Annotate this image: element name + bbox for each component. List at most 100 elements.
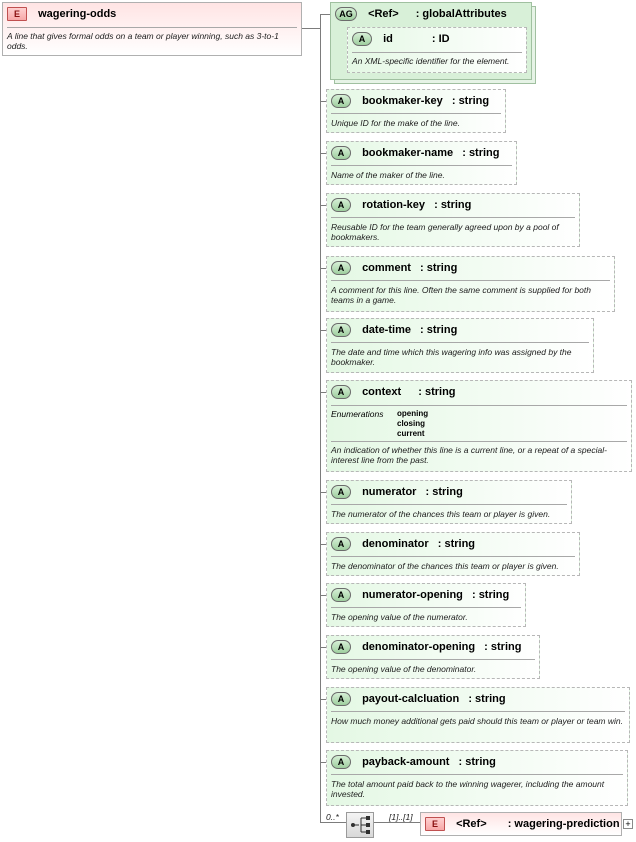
attribute-separator: [331, 607, 521, 608]
attribute-separator: [331, 113, 501, 114]
attribute-group-box[interactable]: AG <Ref> : globalAttributes A id : ID An…: [330, 2, 532, 80]
spine-to-numerator: [320, 492, 330, 493]
root-element-box[interactable]: E wagering-odds A line that gives formal…: [2, 2, 302, 56]
element-icon: E: [425, 817, 445, 831]
spine-to-payback-amount: [320, 762, 330, 763]
sequence-to-child: [374, 822, 420, 823]
attribute-icon: A: [331, 588, 351, 602]
attribute-separator: [331, 280, 610, 281]
attribute-icon: A: [331, 485, 351, 499]
attribute-separator: [331, 659, 535, 660]
attribute-header: A denominator : string: [331, 537, 475, 551]
attribute-comment-box[interactable]: A comment : string A comment for this li…: [326, 256, 615, 312]
attribute-bookmaker-key-box[interactable]: A bookmaker-key : string Unique ID for t…: [326, 89, 506, 133]
attribute-denominator-box[interactable]: A denominator : string The denominator o…: [326, 532, 580, 576]
attribute-context-box[interactable]: A context : string Enumerations opening …: [326, 380, 632, 472]
attribute-description: Name of the maker of the line.: [331, 170, 445, 180]
attribute-header: A numerator-opening : string: [331, 588, 509, 602]
attribute-header: A denominator-opening : string: [331, 640, 521, 654]
attribute-name: denominator-opening: [362, 641, 476, 653]
attribute-type: : string: [418, 386, 456, 398]
attribute-id-type: : ID: [431, 33, 450, 45]
sequence-inner-cardinality: [1]..[1]: [389, 812, 413, 822]
expand-button[interactable]: +: [623, 819, 633, 829]
attribute-type: : string: [471, 589, 510, 601]
attribute-name: payback-amount: [362, 756, 450, 768]
attribute-id-box[interactable]: A id : ID An XML-specific identifier for…: [347, 27, 527, 73]
attribute-icon: A: [352, 32, 372, 46]
attribute-type: : string: [420, 262, 458, 274]
attribute-type: : string: [468, 693, 506, 705]
attribute-payback-amount-box[interactable]: A payback-amount : string The total amou…: [326, 750, 628, 806]
attribute-icon: A: [331, 692, 351, 706]
attribute-numerator-box[interactable]: A numerator : string The numerator of th…: [326, 480, 572, 524]
attribute-description: A comment for this line. Often the same …: [331, 285, 591, 305]
attribute-id-separator: [352, 52, 522, 53]
attribute-denominator-opening-box[interactable]: A denominator-opening : string The openi…: [326, 635, 540, 679]
enumerations-label: Enumerations: [331, 409, 384, 419]
attribute-description: How much money additional gets paid shou…: [331, 716, 623, 726]
attribute-name: comment: [362, 262, 411, 274]
attribute-separator: [331, 217, 575, 218]
attribute-description: Unique ID for the make of the line.: [331, 118, 460, 128]
attribute-type: : string: [437, 538, 476, 550]
attribute-header: A comment : string: [331, 261, 457, 275]
attribute-id-description: An XML-specific identifier for the eleme…: [352, 56, 510, 66]
attribute-icon: A: [331, 640, 351, 654]
attribute-icon: A: [331, 261, 351, 275]
sequence-outer-cardinality: 0..*: [326, 812, 339, 822]
attribute-description: The opening value of the denominator.: [331, 664, 477, 674]
enum-value: closing: [397, 419, 426, 428]
root-element-header: E wagering-odds: [7, 7, 116, 21]
attribute-type: : string: [451, 95, 490, 107]
root-separator: [7, 27, 297, 28]
spine-to-payout-calcluation: [320, 699, 330, 700]
attribute-icon: A: [331, 323, 351, 337]
attribute-separator: [331, 405, 627, 406]
attribute-description: The opening value of the numerator.: [331, 612, 468, 622]
sequence-compositor[interactable]: [346, 812, 374, 838]
attribute-name: date-time: [362, 324, 411, 336]
attribute-description: The denominator of the chances this team…: [331, 561, 559, 571]
attribute-description: Reusable ID for the team generally agree…: [331, 222, 559, 242]
attribute-header: A payout-calcluation : string: [331, 692, 506, 706]
attribute-icon: A: [331, 537, 351, 551]
attribute-description: The date and time which this wagering in…: [331, 347, 572, 367]
attribute-group-icon: AG: [335, 7, 357, 21]
enumeration-values: opening closing current: [397, 409, 428, 439]
attribute-date-time-box[interactable]: A date-time : string The date and time w…: [326, 318, 594, 373]
attribute-header: A numerator : string: [331, 485, 463, 499]
spine-to-denominator-opening: [320, 647, 330, 648]
root-connector: [302, 28, 320, 29]
attribute-group-name: <Ref>: [368, 8, 399, 20]
attribute-payout-calcluation-box[interactable]: A payout-calcluation : string How much m…: [326, 687, 630, 743]
attribute-type: : string: [458, 756, 496, 768]
attribute-name: context: [362, 386, 402, 398]
attribute-numerator-opening-box[interactable]: A numerator-opening : string The opening…: [326, 583, 526, 627]
spine-to-denominator: [320, 544, 330, 545]
attribute-separator: [331, 556, 575, 557]
element-icon: E: [7, 7, 27, 21]
attribute-rotation-key-box[interactable]: A rotation-key : string Reusable ID for …: [326, 193, 580, 247]
attribute-separator: [331, 774, 623, 775]
attribute-name: bookmaker-name: [362, 147, 454, 159]
attribute-group-type: : globalAttributes: [415, 8, 507, 20]
attribute-header: A rotation-key : string: [331, 198, 471, 212]
spine-to-numerator-opening: [320, 595, 330, 596]
attribute-name: denominator: [362, 538, 429, 550]
attribute-name: numerator: [362, 486, 417, 498]
main-spine: [320, 14, 321, 823]
spine-to-bookmaker-name: [320, 153, 330, 154]
child-element-box[interactable]: E <Ref> : wagering-prediction: [420, 812, 622, 836]
attribute-header: A date-time : string: [331, 323, 457, 337]
attribute-header: A bookmaker-name : string: [331, 146, 500, 160]
attribute-icon: A: [331, 198, 351, 212]
attribute-bookmaker-name-box[interactable]: A bookmaker-name : string Name of the ma…: [326, 141, 517, 185]
attribute-type: : string: [484, 641, 522, 653]
attribute-group-header: AG <Ref> : globalAttributes: [335, 7, 507, 21]
spine-to-group: [320, 14, 330, 15]
attribute-header: A context : string: [331, 385, 456, 399]
spine-to-date-time: [320, 330, 330, 331]
attribute-separator: [331, 165, 512, 166]
attribute-name: bookmaker-key: [362, 95, 443, 107]
